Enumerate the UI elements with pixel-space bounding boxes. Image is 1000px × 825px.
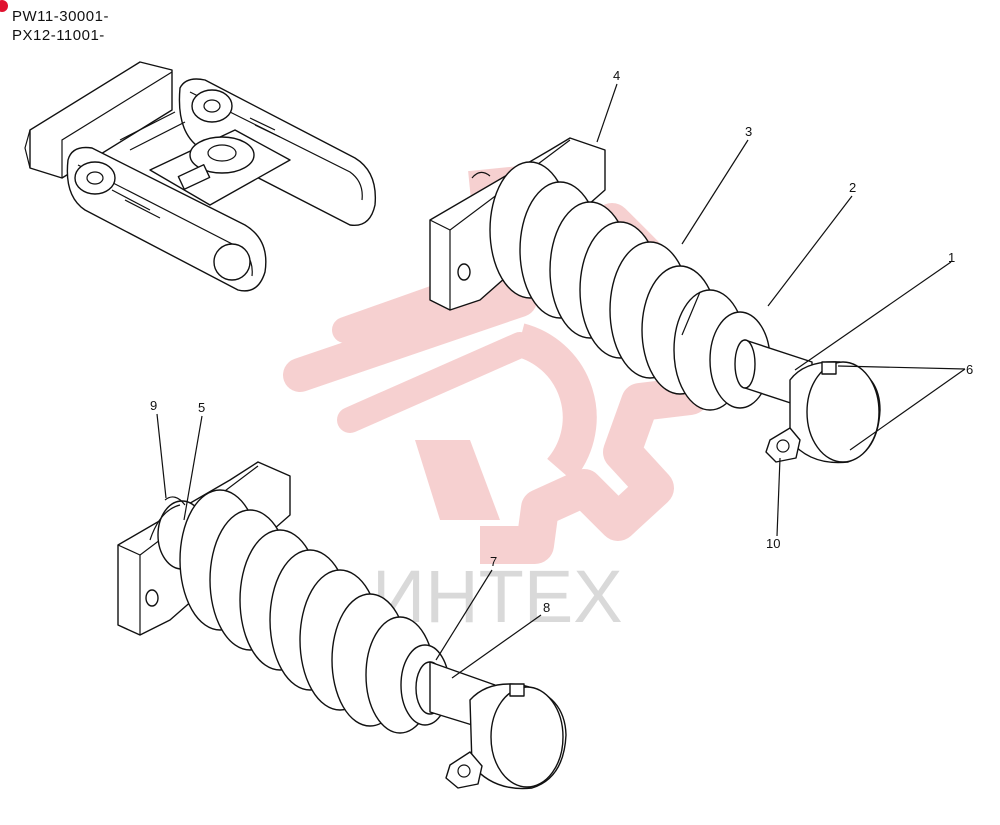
- callout-2: 2: [849, 180, 856, 195]
- leader-lines: [156, 83, 966, 679]
- serial-range-1: PW11-30001-: [12, 8, 109, 25]
- callout-9: 9: [150, 398, 157, 413]
- callout-3: 3: [745, 124, 752, 139]
- callout-5: 5: [198, 400, 205, 415]
- excavator-undercarriage-thumbnail: [24, 61, 377, 292]
- callout-6: 6: [966, 362, 973, 377]
- callout-1: 1: [948, 250, 955, 265]
- callout-7: 7: [490, 554, 497, 569]
- callout-10: 10: [766, 536, 780, 551]
- callout-8: 8: [543, 600, 550, 615]
- serial-range-2: PX12-11001-: [12, 27, 105, 44]
- recoil-spring-assembly-lower: [117, 461, 567, 790]
- callout-4: 4: [613, 68, 620, 83]
- recoil-spring-assembly-upper: [429, 137, 881, 464]
- corner-marker: [0, 0, 8, 12]
